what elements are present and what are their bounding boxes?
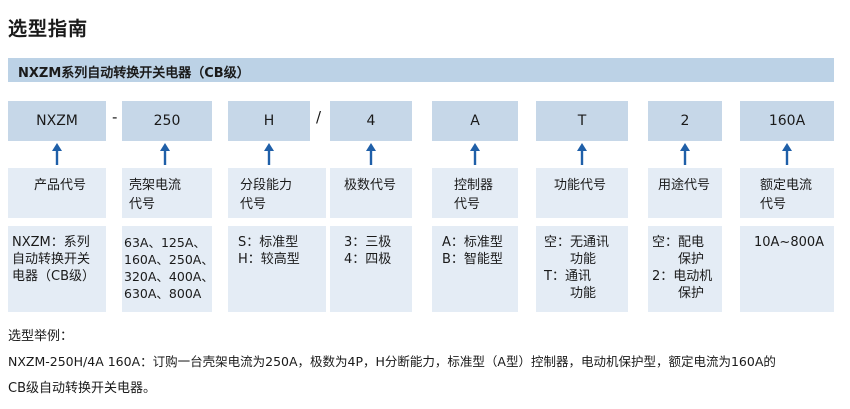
- example-line-1: NXZM-250H/4A 160A：订购一台壳架电流为250A，极数为4P，H分…: [8, 354, 776, 369]
- page-title: 选型指南: [8, 18, 89, 40]
- label-poles-code: 极数代号: [330, 168, 412, 218]
- options-function: 空：无通讯 功能 T：通讯 功能: [536, 226, 628, 312]
- label-product-code: 产品代号: [8, 168, 106, 218]
- arrow-up-icon: [52, 143, 62, 165]
- label-controller-code: 控制器 代号: [432, 168, 518, 218]
- code-box-poles: 4: [330, 101, 412, 141]
- code-box-frame-current: 250: [122, 101, 212, 141]
- label-usage-code: 用途代号: [648, 168, 722, 218]
- arrow-up-icon: [577, 143, 587, 165]
- label-function-code: 功能代号: [536, 168, 628, 218]
- options-poles: 3：三极 4：四极: [330, 226, 412, 312]
- options-breaking-capacity: S：标准型 H：较高型: [228, 226, 326, 312]
- label-breaking-capacity-code: 分段能力 代号: [228, 168, 326, 218]
- series-header-label: NXZM系列自动转换开关电器（CB级）: [18, 66, 250, 81]
- code-box-rated-current: 160A: [740, 101, 834, 141]
- arrow-up-icon: [264, 143, 274, 165]
- options-product: NXZM：系列 自动转换开关 电器（CB级）: [8, 226, 106, 312]
- options-controller: A：标准型 B：智能型: [432, 226, 518, 312]
- arrow-up-icon: [470, 143, 480, 165]
- series-header-bar: NXZM系列自动转换开关电器（CB级）: [8, 58, 834, 82]
- arrow-up-icon: [160, 143, 170, 165]
- example-line-2: CB级自动转换开关电器。: [8, 381, 156, 396]
- separator-slash: /: [316, 108, 322, 126]
- label-frame-current-code: 壳架电流 代号: [122, 168, 212, 218]
- arrow-up-icon: [366, 143, 376, 165]
- code-box-controller: A: [432, 101, 518, 141]
- code-box-usage: 2: [648, 101, 722, 141]
- label-rated-current-code: 额定电流 代号: [740, 168, 834, 218]
- example-heading: 选型举例：: [8, 329, 74, 344]
- options-rated-current: 10A~800A: [740, 226, 834, 312]
- options-usage: 空：配电 保护 2：电动机 保护: [648, 226, 722, 312]
- code-box-breaking-capacity: H: [228, 101, 310, 141]
- separator-dash: -: [112, 108, 118, 126]
- code-box-function: T: [536, 101, 628, 141]
- code-box-product: NXZM: [8, 101, 106, 141]
- arrow-up-icon: [680, 143, 690, 165]
- options-frame-current: 63A、125A、 160A、250A、 320A、400A、 630A、800…: [122, 226, 214, 312]
- arrow-up-icon: [782, 143, 792, 165]
